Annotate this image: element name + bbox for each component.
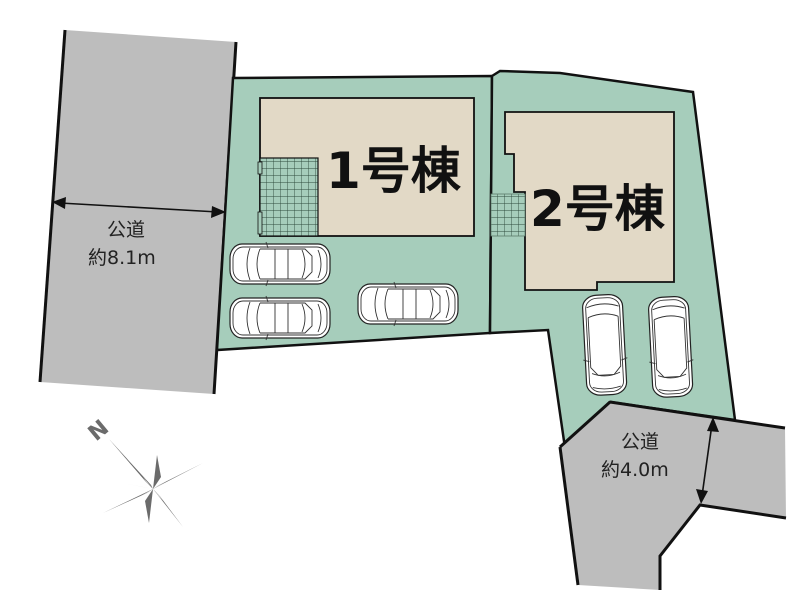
dimension-arrow-south-road [696, 417, 719, 504]
house-1-label: 1号棟 [326, 142, 462, 200]
car-parking-2 [229, 295, 331, 341]
road-south-width: 約4.0m [601, 459, 669, 481]
road-west-width: 約8.1m [88, 247, 156, 269]
house-1 [257, 97, 475, 237]
car-parking-4 [579, 293, 630, 397]
north-label: N [84, 415, 114, 446]
car-parking-5 [645, 295, 696, 399]
road-south [558, 400, 787, 590]
car-parking-1 [229, 241, 331, 287]
car-parking-3 [357, 281, 459, 327]
road-south-name: 公道 [621, 431, 659, 453]
house-2-label: 2号棟 [530, 180, 666, 238]
house-2 [490, 111, 675, 291]
dimension-arrow-west-road [52, 197, 226, 218]
road-west-name: 公道 [107, 219, 145, 241]
compass-rose-icon [103, 439, 203, 527]
